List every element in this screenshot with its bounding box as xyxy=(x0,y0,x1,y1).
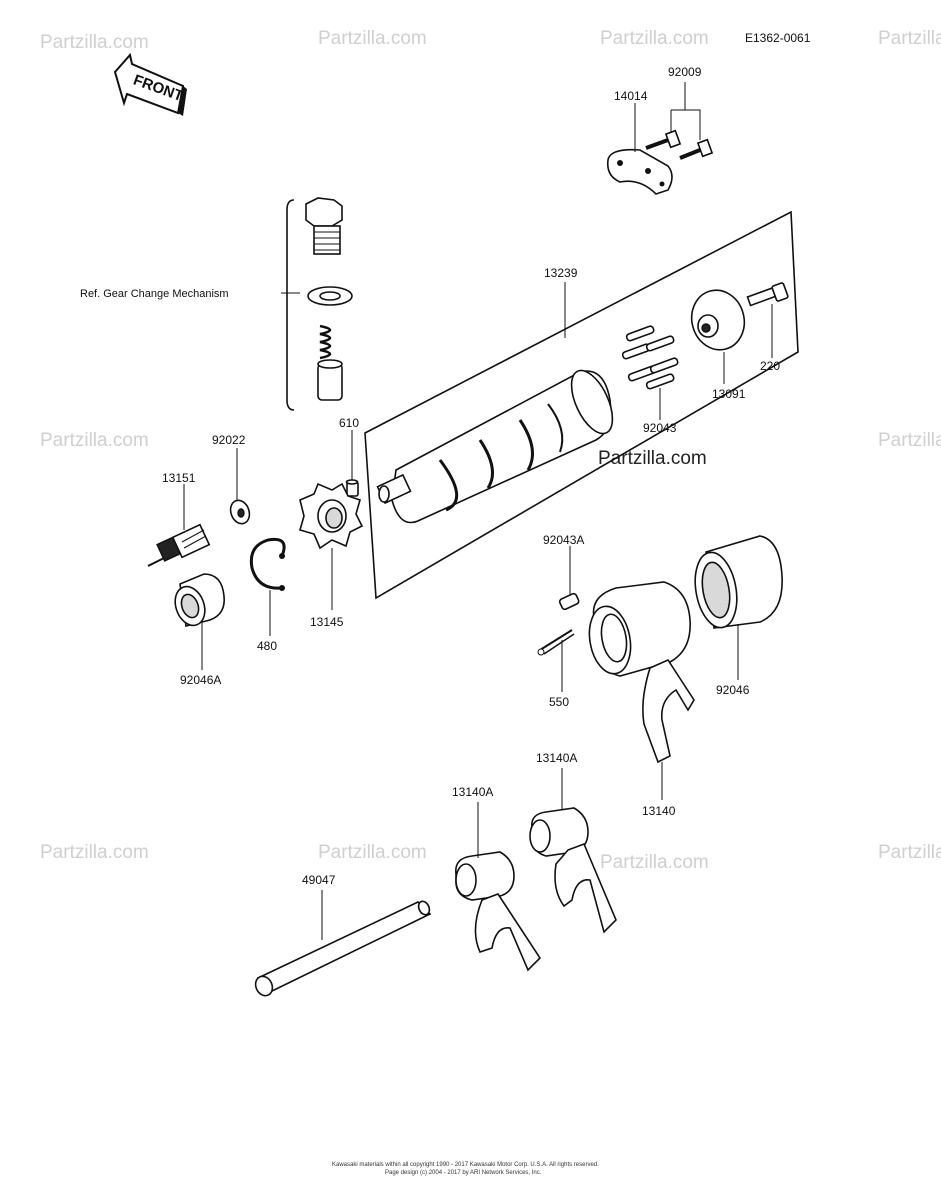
part-92043-pins xyxy=(621,325,679,390)
watermark: Partzilla.com xyxy=(318,842,427,863)
part-13151-switch xyxy=(147,523,211,567)
copyright-line: Kawasaki materials within all copyright … xyxy=(332,1162,599,1168)
part-14014-plate xyxy=(606,148,673,195)
watermark: Partzilla.com xyxy=(318,28,427,49)
watermark: Partzilla.com xyxy=(600,852,709,873)
label-92043A: 92043A xyxy=(543,533,584,547)
leader-92009 xyxy=(671,109,701,140)
part-13140A-shift-fork xyxy=(455,851,542,972)
label-49047: 49047 xyxy=(302,873,336,887)
label-13151: 13151 xyxy=(162,471,196,485)
part-550-cotter-pin xyxy=(537,629,575,656)
diagram-code: E1362-0061 xyxy=(745,31,811,45)
label-480: 480 xyxy=(257,639,277,653)
watermark: Partzilla.com xyxy=(878,842,941,863)
part-92022-washer xyxy=(229,499,251,525)
part-13145-star-cam xyxy=(299,482,364,550)
label-92043: 92043 xyxy=(643,421,677,435)
label-13140A-right: 13140A xyxy=(536,751,577,765)
part-92046-bearing xyxy=(694,535,783,629)
part-13239-shift-drum xyxy=(376,369,614,524)
label-13145: 13145 xyxy=(310,615,344,629)
watermark: Partzilla.com xyxy=(40,842,149,863)
label-92022: 92022 xyxy=(212,433,246,447)
label-13239: 13239 xyxy=(544,266,578,280)
part-13091-plate xyxy=(690,289,746,351)
label-610: 610 xyxy=(339,416,359,430)
part-92043A-pin xyxy=(558,592,580,611)
part-ref-pin xyxy=(317,359,343,401)
part-92009-screws xyxy=(645,129,714,160)
part-13140-shift-fork xyxy=(588,581,695,764)
part-92046A-bearing xyxy=(174,573,226,627)
ref-gear-change-group: Ref. Gear Change Mechanism xyxy=(80,197,353,411)
label-220: 220 xyxy=(760,359,780,373)
part-480-circlip xyxy=(249,537,286,591)
part-ref-washer xyxy=(307,286,353,306)
label-92046A: 92046A xyxy=(180,673,221,687)
label-13091: 13091 xyxy=(712,387,746,401)
part-13140A-shift-fork xyxy=(529,807,617,934)
label-550: 550 xyxy=(549,695,569,709)
part-ref-spring xyxy=(319,324,332,360)
copyright-line: Page design (c) 2004 - 2017 by ARI Netwo… xyxy=(385,1170,542,1176)
watermark: Partzilla.com xyxy=(878,28,941,49)
watermark: Partzilla.com xyxy=(40,430,149,451)
watermark: Partzilla.com xyxy=(40,32,149,53)
part-220-screw xyxy=(746,282,789,307)
label-13140: 13140 xyxy=(642,804,676,818)
watermark-group: Partzilla.com Partzilla.com Partzilla.co… xyxy=(40,28,941,873)
ref-gear-change-label: Ref. Gear Change Mechanism xyxy=(80,288,229,300)
front-arrow-icon: FRONT xyxy=(113,52,187,116)
part-ref-bolt xyxy=(305,197,343,255)
part-610-pin xyxy=(345,479,359,497)
label-13140A-left: 13140A xyxy=(452,785,493,799)
label-92046: 92046 xyxy=(716,683,750,697)
label-92009: 92009 xyxy=(668,65,702,79)
drum-assembly-outline xyxy=(364,210,799,600)
part-49047-shaft xyxy=(254,900,432,997)
watermark: Partzilla.com xyxy=(878,430,941,451)
watermark: Partzilla.com xyxy=(600,28,709,49)
label-14014: 14014 xyxy=(614,89,648,103)
